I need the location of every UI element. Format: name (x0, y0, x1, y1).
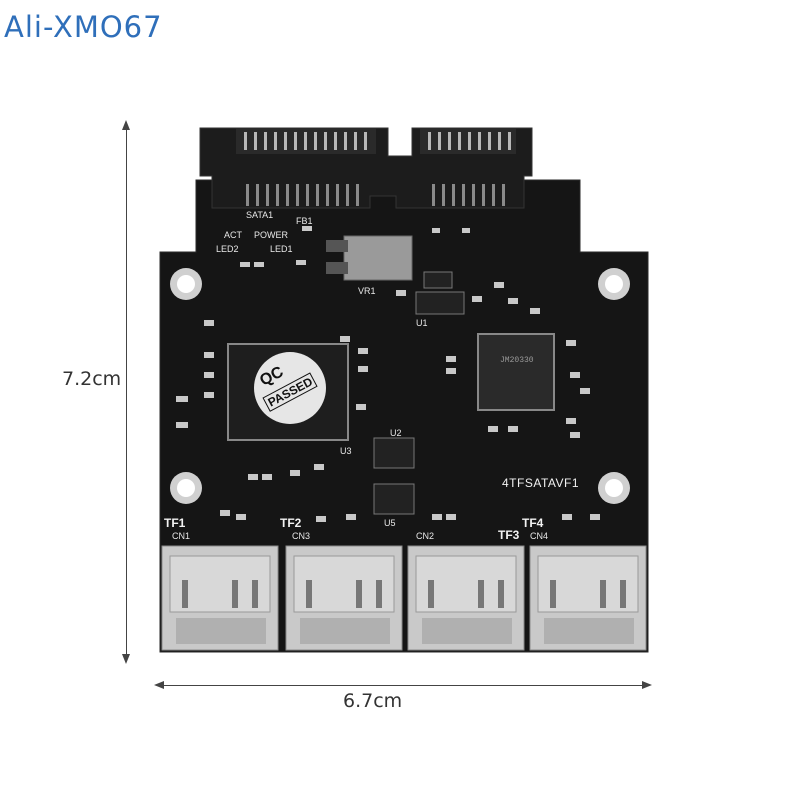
tf3-label: TF3 (498, 528, 520, 542)
silk-led1: LED1 (270, 244, 293, 254)
silk-u2: U2 (390, 428, 402, 438)
cn2-label: CN2 (416, 531, 435, 541)
arrow-head-top (122, 120, 130, 130)
cn3-label: CN3 (292, 531, 311, 541)
silk-led2: LED2 (216, 244, 239, 254)
silk-fb1: FB1 (296, 216, 313, 226)
voltage-regulator-pin (326, 262, 348, 274)
silk-vr1: VR1 (358, 286, 376, 296)
sata-contacts (244, 132, 511, 150)
tf-slot-3 (407, 545, 525, 651)
cn1-label: CN1 (172, 531, 191, 541)
tf4-label: TF4 (522, 516, 544, 530)
voltage-regulator-tab (343, 235, 413, 281)
tf1-label: TF1 (164, 516, 186, 530)
arrow-head-bottom (122, 654, 130, 664)
silk-act: ACT (224, 230, 242, 240)
arrow-head-right (642, 681, 652, 689)
cn4-label: CN4 (530, 531, 549, 541)
tf-slot-2 (285, 545, 403, 651)
tf-slot-1 (161, 545, 279, 651)
watermark-text: Ali-XMO67 (4, 10, 163, 44)
small-chip-u2 (373, 437, 415, 469)
voltage-regulator-pin (326, 240, 348, 252)
qc-sticker (254, 352, 326, 424)
silk-sata1: SATA1 (246, 210, 274, 220)
passive-components (176, 226, 600, 522)
crystal-component (423, 271, 453, 289)
silk-power: POWER (254, 230, 289, 240)
width-dimension-label: 6.7cm (343, 690, 403, 712)
small-chip-u5 (373, 483, 415, 515)
height-dimension-line (126, 124, 127, 660)
mounting-holes (170, 268, 630, 504)
arrow-head-left (154, 681, 164, 689)
tf2-label: TF2 (280, 516, 302, 530)
height-dimension-label: 7.2cm (62, 368, 122, 390)
silk-u1: U1 (416, 318, 428, 328)
small-chip-u1 (415, 291, 465, 315)
board-model-label: 4TFSATAVF1 (502, 476, 580, 490)
pcb-outline (159, 179, 649, 653)
tf-slot-4 (529, 545, 647, 651)
bridge-chip-label: JM20330 (500, 356, 534, 365)
bridge-chip (477, 333, 555, 411)
width-dimension-line (158, 685, 648, 686)
silk-u5: U5 (384, 518, 396, 528)
sata-solder-pins (246, 184, 505, 206)
silk-u3: U3 (340, 446, 352, 456)
